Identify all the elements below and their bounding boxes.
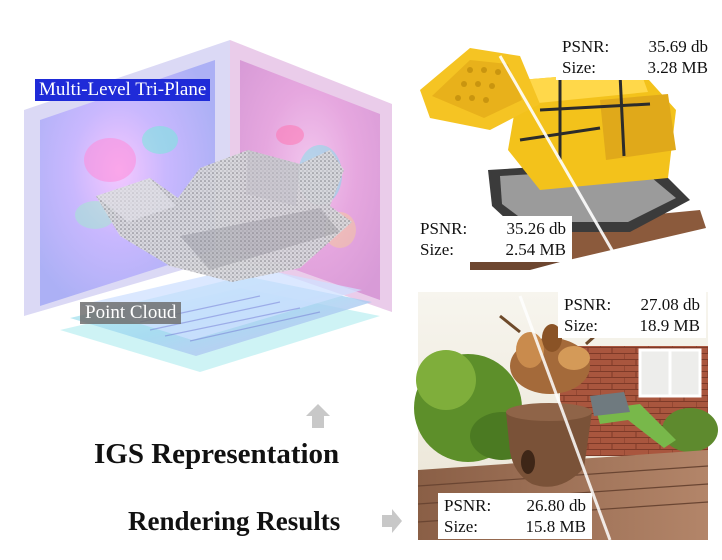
right-arrow-icon (382, 509, 402, 533)
psnr-label: PSNR: (564, 295, 612, 314)
tri-plane-label: Multi-Level Tri-Plane (35, 79, 211, 101)
tri-plane-illustration (24, 40, 392, 428)
lego-bottom-metrics: PSNR: 35.26 db Size: 2.54 MB (414, 216, 572, 262)
garden-bottom-metrics: PSNR: 26.80 db Size: 15.8 MB (438, 493, 592, 539)
point-cloud-label: Point Cloud (80, 302, 182, 324)
size-value: 15.8 MB (525, 517, 586, 536)
size-value: 2.54 MB (505, 240, 566, 259)
size-value: 3.28 MB (647, 58, 708, 77)
psnr-value: 26.80 db (526, 496, 587, 515)
psnr-value: 35.26 db (506, 219, 567, 238)
psnr-value: 35.69 db (648, 37, 709, 56)
size-label: Size: (564, 316, 598, 335)
psnr-label: PSNR: (562, 37, 610, 56)
rendering-results-title: Rendering Results (128, 506, 341, 536)
psnr-value: 27.08 db (640, 295, 701, 314)
garden-top-metrics: PSNR: 27.08 db Size: 18.9 MB (558, 292, 706, 338)
size-label: Size: (420, 240, 454, 259)
size-label: Size: (444, 517, 478, 536)
size-label: Size: (562, 58, 596, 77)
psnr-label: PSNR: (420, 219, 468, 238)
size-value: 18.9 MB (639, 316, 700, 335)
psnr-label: PSNR: (444, 496, 492, 515)
lego-top-metrics: PSNR: 35.69 db Size: 3.28 MB (556, 34, 714, 80)
up-arrow-icon (306, 404, 330, 428)
igs-representation-title: IGS Representation (94, 438, 340, 470)
